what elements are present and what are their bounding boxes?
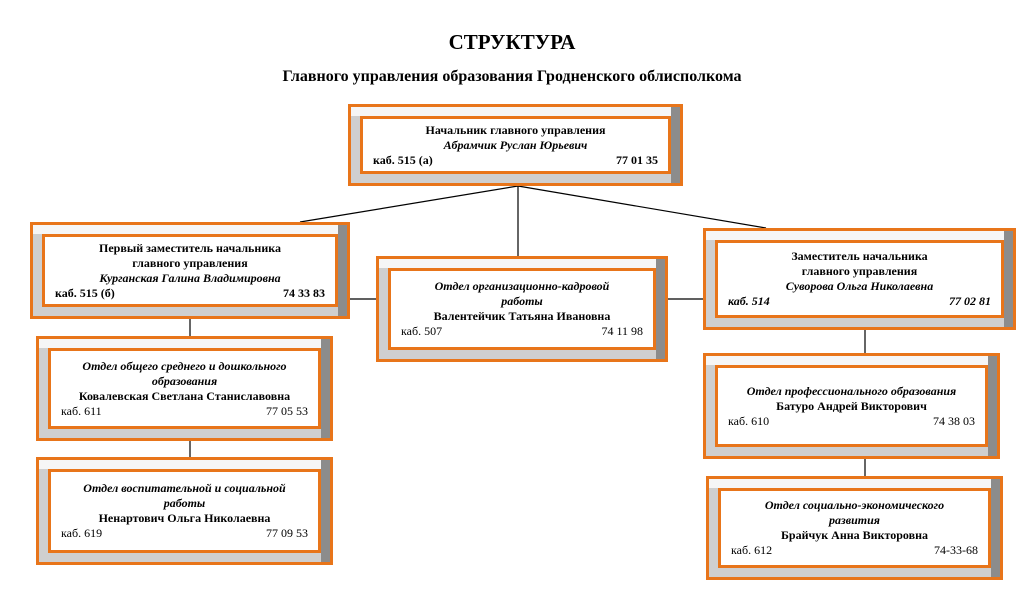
head-phone: 77 01 35 <box>616 152 658 167</box>
dept-upbringing-room: каб. 619 <box>61 526 103 540</box>
deputy-first-position-1: Первый заместитель начальника <box>99 240 281 255</box>
deputy-first-contacts: каб. 515 (б) 74 33 83 <box>55 286 325 301</box>
dept-general-phone: 77 05 53 <box>266 403 308 418</box>
chart-subtitle: Главного управления образования Гродненс… <box>282 68 742 85</box>
dept-professional-box: Отдел профессионального образования Бату… <box>703 353 1000 459</box>
dept-socioeconomic-contacts: каб. 612 74-33-68 <box>731 543 978 558</box>
dept-hr-phone: 74 11 98 <box>601 324 643 338</box>
dept-socioeconomic-title-2: развития <box>829 513 880 527</box>
deputy-box: Заместитель начальника главного управлен… <box>703 228 1016 330</box>
deputy-room: каб. 514 <box>728 294 770 308</box>
deputy-first-box: Первый заместитель начальника главного у… <box>30 222 350 319</box>
dept-hr-title-2: работы <box>501 294 543 308</box>
dept-upbringing-contacts: каб. 619 77 09 53 <box>61 526 308 541</box>
head-room: каб. 515 (а) <box>373 152 433 167</box>
dept-upbringing-title-2: работы <box>163 496 206 510</box>
dept-socioeconomic-room: каб. 612 <box>731 543 773 557</box>
dept-professional-title-1: Отдел профессионального образования <box>746 383 957 398</box>
dept-upbringing-box: Отдел воспитательной и социальной работы… <box>36 457 333 565</box>
deputy-first-room: каб. 515 (б) <box>55 285 115 300</box>
chart-title: СТРУКТУРА <box>448 30 576 54</box>
dept-upbringing-phone: 77 09 53 <box>266 526 308 540</box>
deputy-position-2: главного управления <box>801 264 918 278</box>
dept-general-room: каб. 611 <box>61 403 102 418</box>
dept-upbringing-title-1: Отдел воспитательной и социальной <box>83 481 286 495</box>
dept-hr-box: Отдел организационно-кадровой работы Вал… <box>376 256 668 362</box>
dept-professional-room: каб. 610 <box>728 413 770 428</box>
dept-general-title-1: Отдел общего среднего и дошкольного <box>82 358 287 373</box>
dept-professional-head-name: Батуро Андрей Викторович <box>776 398 927 413</box>
dept-general-contacts: каб. 611 77 05 53 <box>61 404 308 419</box>
dept-socioeconomic-box: Отдел социально-экономического развития … <box>706 476 1003 580</box>
head-name: Абрамчик Руслан Юрьевич <box>443 137 588 152</box>
dept-hr-head-name: Валентейчик Татьяна Ивановна <box>433 309 611 323</box>
deputy-position-1: Заместитель начальника <box>791 249 928 263</box>
dept-hr-room: каб. 507 <box>401 324 443 338</box>
head-position: Начальник главного управления <box>425 122 606 137</box>
deputy-first-name: Курганская Галина Владимировна <box>99 270 281 285</box>
dept-hr-contacts: каб. 507 74 11 98 <box>401 324 643 339</box>
dept-hr-title-1: Отдел организационно-кадровой <box>434 279 610 293</box>
deputy-contacts: каб. 514 77 02 81 <box>728 294 991 309</box>
head-box: Начальник главного управления Абрамчик Р… <box>348 104 683 186</box>
dept-professional-contacts: каб. 610 74 38 03 <box>728 414 975 429</box>
head-contacts: каб. 515 (а) 77 01 35 <box>373 153 658 168</box>
deputy-first-phone: 74 33 83 <box>283 285 325 300</box>
dept-socioeconomic-head-name: Брайчук Анна Викторовна <box>780 528 929 542</box>
dept-general-box: Отдел общего среднего и дошкольного обра… <box>36 336 333 441</box>
dept-upbringing-head-name: Ненартович Ольга Николаевна <box>98 511 271 525</box>
dept-socioeconomic-title-1: Отдел социально-экономического <box>764 498 945 512</box>
dept-general-title-2: образования <box>151 373 218 388</box>
dept-socioeconomic-phone: 74-33-68 <box>934 543 978 557</box>
deputy-first-position-2: главного управления <box>132 255 248 270</box>
deputy-phone: 77 02 81 <box>949 294 991 308</box>
connector-head-deputy-first <box>299 185 519 223</box>
dept-professional-phone: 74 38 03 <box>933 413 975 428</box>
deputy-name: Суворова Ольга Николаевна <box>785 279 934 293</box>
connector-head-deputy <box>517 185 767 229</box>
dept-general-head-name: Ковалевская Светлана Станиславовна <box>78 388 291 403</box>
